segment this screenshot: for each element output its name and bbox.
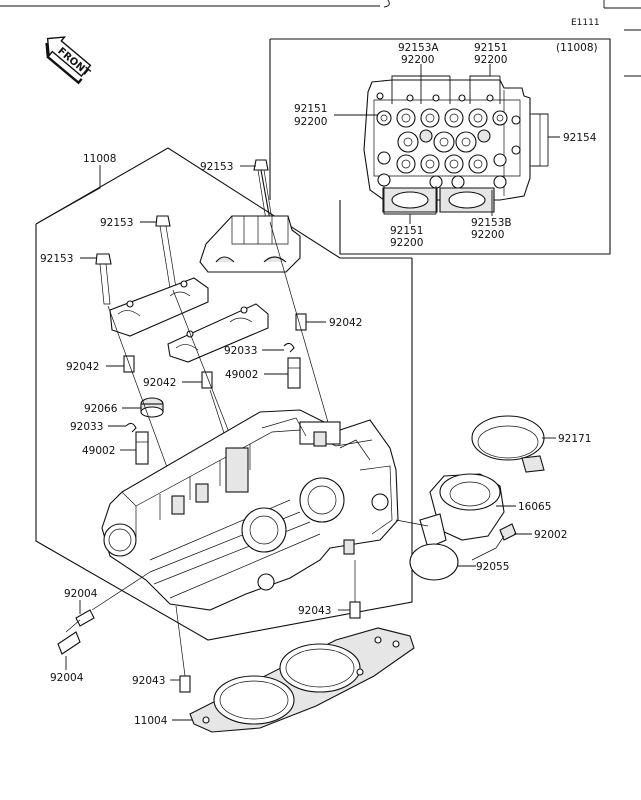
head-gasket-11004	[189, 627, 415, 733]
cam-cap-right	[167, 303, 269, 363]
seal-92066	[140, 397, 164, 418]
label-92066: 92066	[84, 403, 118, 415]
guide-92002	[471, 547, 497, 561]
label-92154: 92154	[563, 132, 597, 144]
label-49002-b: 49002	[82, 445, 115, 457]
label-16065: 16065	[518, 501, 551, 513]
oil-guide-49002-left	[135, 431, 149, 465]
stud-92004-lower	[57, 631, 81, 655]
label-92153-c: 92153	[40, 253, 73, 265]
label-92200-e: 92200	[471, 229, 504, 241]
cylinder-head	[101, 409, 399, 611]
label-92200-c: 92200	[294, 116, 327, 128]
label-92033-a: 92033	[224, 345, 257, 357]
oil-guide-49002-right	[287, 357, 301, 389]
label-92042-c: 92042	[143, 377, 176, 389]
label-92200-b: 92200	[474, 54, 507, 66]
assembly-frame	[35, 147, 413, 641]
dowel-92043-left	[179, 675, 191, 693]
clip-92033-left	[125, 422, 137, 433]
inset-valve-ports	[376, 92, 521, 189]
reference-code: E1111	[571, 18, 600, 28]
dowel-92043-right	[349, 601, 361, 619]
label-92153B: 92153B	[471, 217, 512, 229]
clip-92033-right	[283, 342, 295, 353]
guide-intake	[395, 519, 429, 527]
bolt-92153-left	[95, 253, 112, 305]
bolt-92002	[495, 523, 517, 549]
label-92200-d: 92200	[390, 237, 423, 249]
guide-stud	[91, 571, 151, 611]
dowel-92042-middle	[201, 371, 213, 389]
front-arrow-icon: FRONT	[45, 36, 92, 85]
label-92042-b: 92042	[66, 361, 99, 373]
label-92151-d: 92151	[390, 225, 423, 237]
inset-head-underside	[363, 79, 541, 213]
label-92171: 92171	[558, 433, 591, 445]
cam-cap-rear	[199, 215, 301, 273]
label-92043-a: 92043	[298, 605, 331, 617]
inset-group-ref: (11008)	[556, 42, 598, 54]
guide-92043-left	[175, 605, 186, 677]
label-92004-a: 92004	[64, 588, 98, 600]
o-ring-92055	[409, 543, 459, 581]
cam-cap-left	[109, 277, 209, 337]
label-92200-a: 92200	[401, 54, 434, 66]
label-92153-b: 92153	[100, 217, 133, 229]
label-92151-b: 92151	[474, 42, 507, 54]
label-92004-b: 92004	[50, 672, 84, 684]
label-11008: 11008	[83, 153, 116, 165]
label-92153-a: 92153	[200, 161, 233, 173]
intake-holder-16065	[419, 473, 505, 549]
clamp-92171	[471, 415, 545, 473]
label-92033-b: 92033	[70, 421, 103, 433]
inset-leaders	[334, 64, 560, 224]
label-92042-a: 92042	[329, 317, 362, 329]
inset-frame	[269, 38, 611, 255]
label-92043-b: 92043	[132, 675, 165, 687]
stud-92004-upper	[65, 609, 95, 633]
label-92151-c: 92151	[294, 103, 327, 115]
label-11004: 11004	[134, 715, 168, 727]
label-49002-a: 49002	[225, 369, 258, 381]
bolt-92153-upper	[253, 159, 273, 221]
label-92153A: 92153A	[398, 42, 439, 54]
leader-11008	[35, 165, 101, 225]
bolt-92153-middle	[155, 215, 177, 289]
label-92002: 92002	[534, 529, 567, 541]
page-top-edge	[0, 0, 641, 77]
label-92055: 92055	[476, 561, 509, 573]
